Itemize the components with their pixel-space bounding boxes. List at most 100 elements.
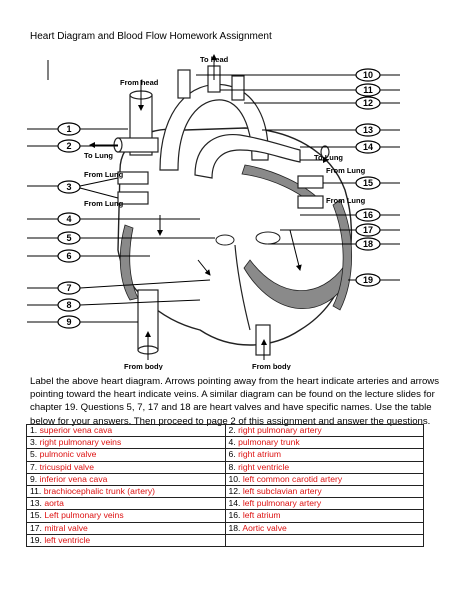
answer-number: 14.	[228, 498, 241, 509]
answer-text: mitral valve	[44, 522, 88, 533]
answer-number: 1.	[30, 425, 38, 436]
answer-cell-right: 14. left pulmonary artery	[224, 497, 424, 511]
label-number-5: 5	[66, 233, 71, 243]
answer-text: Aortic valve	[242, 522, 287, 533]
answer-number: 17.	[30, 522, 42, 533]
answer-text: left ventricle	[44, 534, 91, 545]
label-number-14: 14	[363, 142, 373, 152]
answer-number: 15.	[30, 510, 42, 521]
answer-cell-right: 8. right ventricle	[224, 460, 424, 474]
answer-cell-left: 15. Left pulmonary veins	[26, 509, 226, 523]
answer-number: 6.	[228, 449, 236, 460]
caption-to-lung-right: To Lung	[314, 153, 343, 162]
answer-text: tricuspid valve	[39, 461, 95, 472]
answer-cell-left: 5. pulmonic valve	[26, 448, 226, 462]
septum	[234, 244, 251, 331]
answer-cell-left: 17. mitral valve	[26, 521, 226, 535]
answer-cell-left: 13. aorta	[26, 497, 226, 511]
answer-text: left common carotid artery	[242, 473, 343, 484]
answer-text: right ventricle	[238, 461, 290, 472]
heart-diagram: 1 2 3 4 5 6 7 8 9 10 11 12 13	[27, 54, 400, 370]
label-number-13: 13	[363, 125, 373, 135]
answer-text: Left pulmonary veins	[44, 510, 124, 521]
label-number-4: 4	[66, 214, 71, 224]
page-title: Heart Diagram and Blood Flow Homework As…	[30, 31, 272, 42]
answer-text: aorta	[44, 498, 64, 509]
instructions-paragraph: Label the above heart diagram. Arrows po…	[30, 376, 440, 427]
answer-number: 13.	[30, 498, 42, 509]
answer-text: left atrium	[242, 510, 281, 521]
left-label-lines	[27, 128, 215, 323]
caption-to-lung-left: To Lung	[84, 151, 113, 160]
answer-number: 11.	[30, 486, 42, 497]
answer-number: 10.	[228, 473, 241, 484]
label-number-18: 18	[363, 239, 373, 249]
left-number-bubbles	[57, 122, 81, 329]
answer-cell-right: 18. Aortic valve	[224, 521, 424, 535]
answer-number: 2.	[228, 425, 236, 436]
answer-text: right pulmonary artery	[238, 425, 322, 436]
table-row: 19. left ventricle	[26, 533, 424, 547]
answer-cell-right	[224, 533, 424, 547]
answer-number: 7.	[30, 461, 38, 472]
label-number-9: 9	[66, 317, 71, 327]
caption-from-body-2: From body	[252, 362, 292, 370]
caption-to-head: To head	[200, 55, 229, 64]
answer-text: left subclavian artery	[242, 486, 322, 497]
caption-from-body-1: From body	[124, 362, 164, 370]
answer-cell-right: 10. left common carotid artery	[224, 472, 424, 486]
label-number-3: 3	[66, 182, 71, 192]
caption-from-head: From head	[120, 78, 159, 87]
answer-cell-left: 11. brachiocephalic trunk (artery)	[26, 484, 226, 499]
answer-number: 3.	[30, 437, 38, 448]
answer-cell-right: 16. left atrium	[224, 509, 424, 523]
flow-arrows	[47, 54, 329, 360]
caption-from-lung-right-2: From Lung	[326, 196, 366, 205]
answer-text: pulmonary trunk	[238, 437, 300, 448]
right-label-lines	[196, 74, 400, 281]
label-number-6: 6	[66, 251, 71, 261]
from-body-vessel	[255, 324, 271, 356]
answer-number: 18.	[228, 522, 241, 533]
answer-cell-right: 6. right atrium	[224, 448, 424, 462]
label-number-16: 16	[363, 210, 373, 220]
answer-number: 9.	[30, 473, 38, 484]
label-number-11: 11	[363, 85, 373, 95]
valves	[215, 231, 281, 246]
answer-cell-right: 2. right pulmonary artery	[224, 423, 424, 438]
answer-cell-left: 3. right pulmonary veins	[26, 436, 226, 450]
caption-from-lung-left-2: From Lung	[84, 199, 124, 208]
answer-text: superior vena cava	[39, 425, 113, 436]
caption-from-lung-left-1: From Lung	[84, 170, 124, 179]
label-number-10: 10	[363, 70, 373, 80]
label-number-19: 19	[363, 275, 373, 285]
answer-number: 16.	[228, 510, 241, 521]
answer-cell-left: 1. superior vena cava	[26, 423, 226, 438]
table-row: 11. brachiocephalic trunk (artery)12. le…	[26, 484, 424, 499]
right-number-bubbles	[355, 68, 381, 287]
answer-text: left pulmonary artery	[242, 498, 322, 509]
answer-number: 4.	[228, 437, 236, 448]
label-number-17: 17	[363, 225, 373, 235]
caption-from-lung-right-1: From Lung	[326, 166, 366, 175]
label-number-1: 1	[66, 124, 71, 134]
label-number-15: 15	[363, 178, 373, 188]
label-number-12: 12	[363, 98, 373, 108]
answer-number: 5.	[30, 449, 38, 460]
answer-cell-left: 9. inferior vena cava	[26, 472, 226, 486]
answer-cell-left: 7. tricuspid valve	[26, 460, 226, 474]
label-number-2: 2	[66, 141, 71, 151]
answer-text: inferior vena cava	[39, 473, 108, 484]
answer-cell-right: 12. left subclavian artery	[224, 484, 424, 499]
answer-text: right pulmonary veins	[39, 437, 122, 448]
answer-cell-left: 19. left ventricle	[26, 533, 226, 547]
answer-number: 8.	[228, 461, 236, 472]
